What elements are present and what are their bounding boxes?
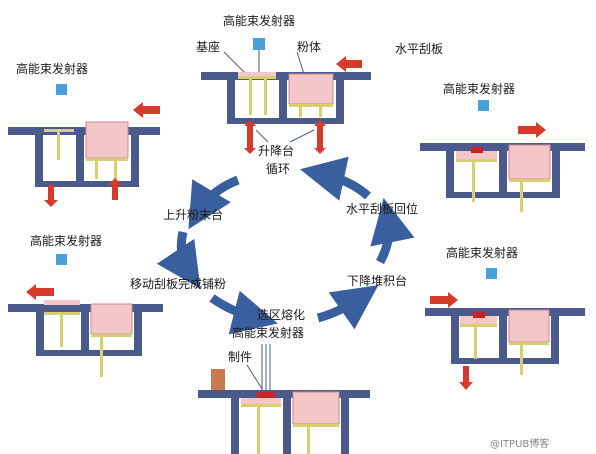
machine-mid-right	[425, 268, 585, 390]
cycle-arrow-bottom-left	[209, 290, 278, 335]
cycle-arrow-left	[156, 231, 201, 289]
label-substrate: 基座	[196, 40, 221, 54]
lift-arrow-right	[314, 120, 326, 154]
watermark: @ITPUB博客	[490, 439, 550, 450]
label-emitter-top-left: 高能束发射器	[16, 62, 89, 76]
label-emitter-mid-right: 高能束发射器	[446, 246, 519, 260]
machine-top-right	[420, 100, 585, 212]
cycle-arrows	[156, 156, 415, 335]
label-lower-build-platform: 下降堆积台	[347, 274, 408, 288]
label-lift-platform: 升降台	[258, 144, 295, 158]
label-scraper-return: 水平刮板回位	[346, 202, 419, 216]
emitter-box	[486, 268, 497, 279]
label-raise-powder-platform: 上升粉末台	[163, 208, 224, 222]
cycle-arrow-top-right	[300, 156, 371, 201]
emitter-box	[56, 254, 67, 265]
label-emitter-top: 高能束发射器	[223, 14, 296, 28]
machine-bottom	[198, 344, 370, 454]
emitter-box	[56, 84, 67, 95]
emitter-box	[478, 100, 489, 111]
machine-top-left	[8, 84, 160, 207]
label-part: 制件	[228, 350, 253, 364]
label-move-scraper-spread: 移动刮板完成铺粉	[130, 277, 227, 291]
machine-mid-left	[8, 254, 163, 377]
lift-arrow-left	[244, 120, 256, 154]
cycle-arrow-right	[370, 197, 415, 265]
label-scraper: 水平刮板	[395, 42, 444, 56]
part-block	[211, 369, 225, 390]
scraper-arrow	[336, 56, 362, 72]
label-cycle: 循环	[266, 162, 291, 176]
label-emitter-bottom: 高能束发射器	[232, 326, 305, 340]
cycle-arrow-bottom-right	[316, 285, 379, 330]
label-selective-melting: 选区熔化	[257, 308, 306, 322]
machine-top	[201, 38, 371, 154]
emitter-box	[253, 38, 265, 50]
label-emitter-top-right: 高能束发射器	[443, 82, 516, 96]
label-emitter-mid-left: 高能束发射器	[30, 234, 103, 248]
label-powder: 粉体	[297, 40, 322, 54]
cycle-arrow-top-left	[188, 175, 240, 230]
